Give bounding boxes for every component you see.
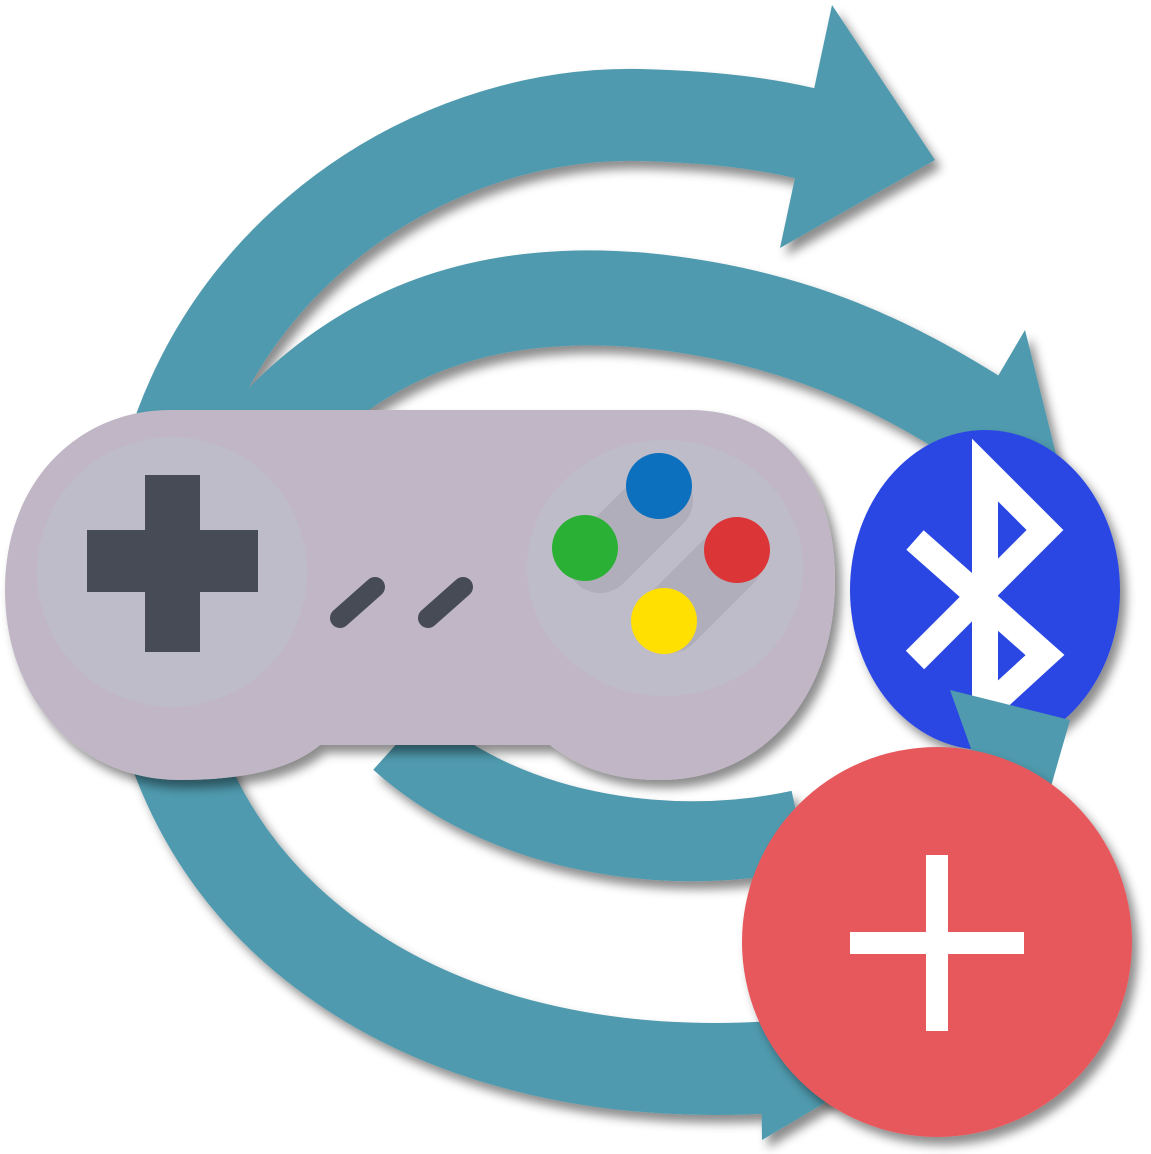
gamepad-icon bbox=[5, 410, 835, 780]
start-button bbox=[418, 577, 473, 628]
add-icon bbox=[742, 747, 1132, 1137]
button-green bbox=[552, 515, 618, 581]
button-red bbox=[704, 517, 770, 583]
select-button bbox=[330, 577, 385, 628]
button-blue bbox=[626, 453, 692, 519]
button-yellow bbox=[631, 588, 697, 654]
arrow-tip bbox=[950, 690, 1070, 790]
dpad-icon bbox=[87, 475, 258, 652]
bluetooth-icon bbox=[850, 430, 1120, 750]
